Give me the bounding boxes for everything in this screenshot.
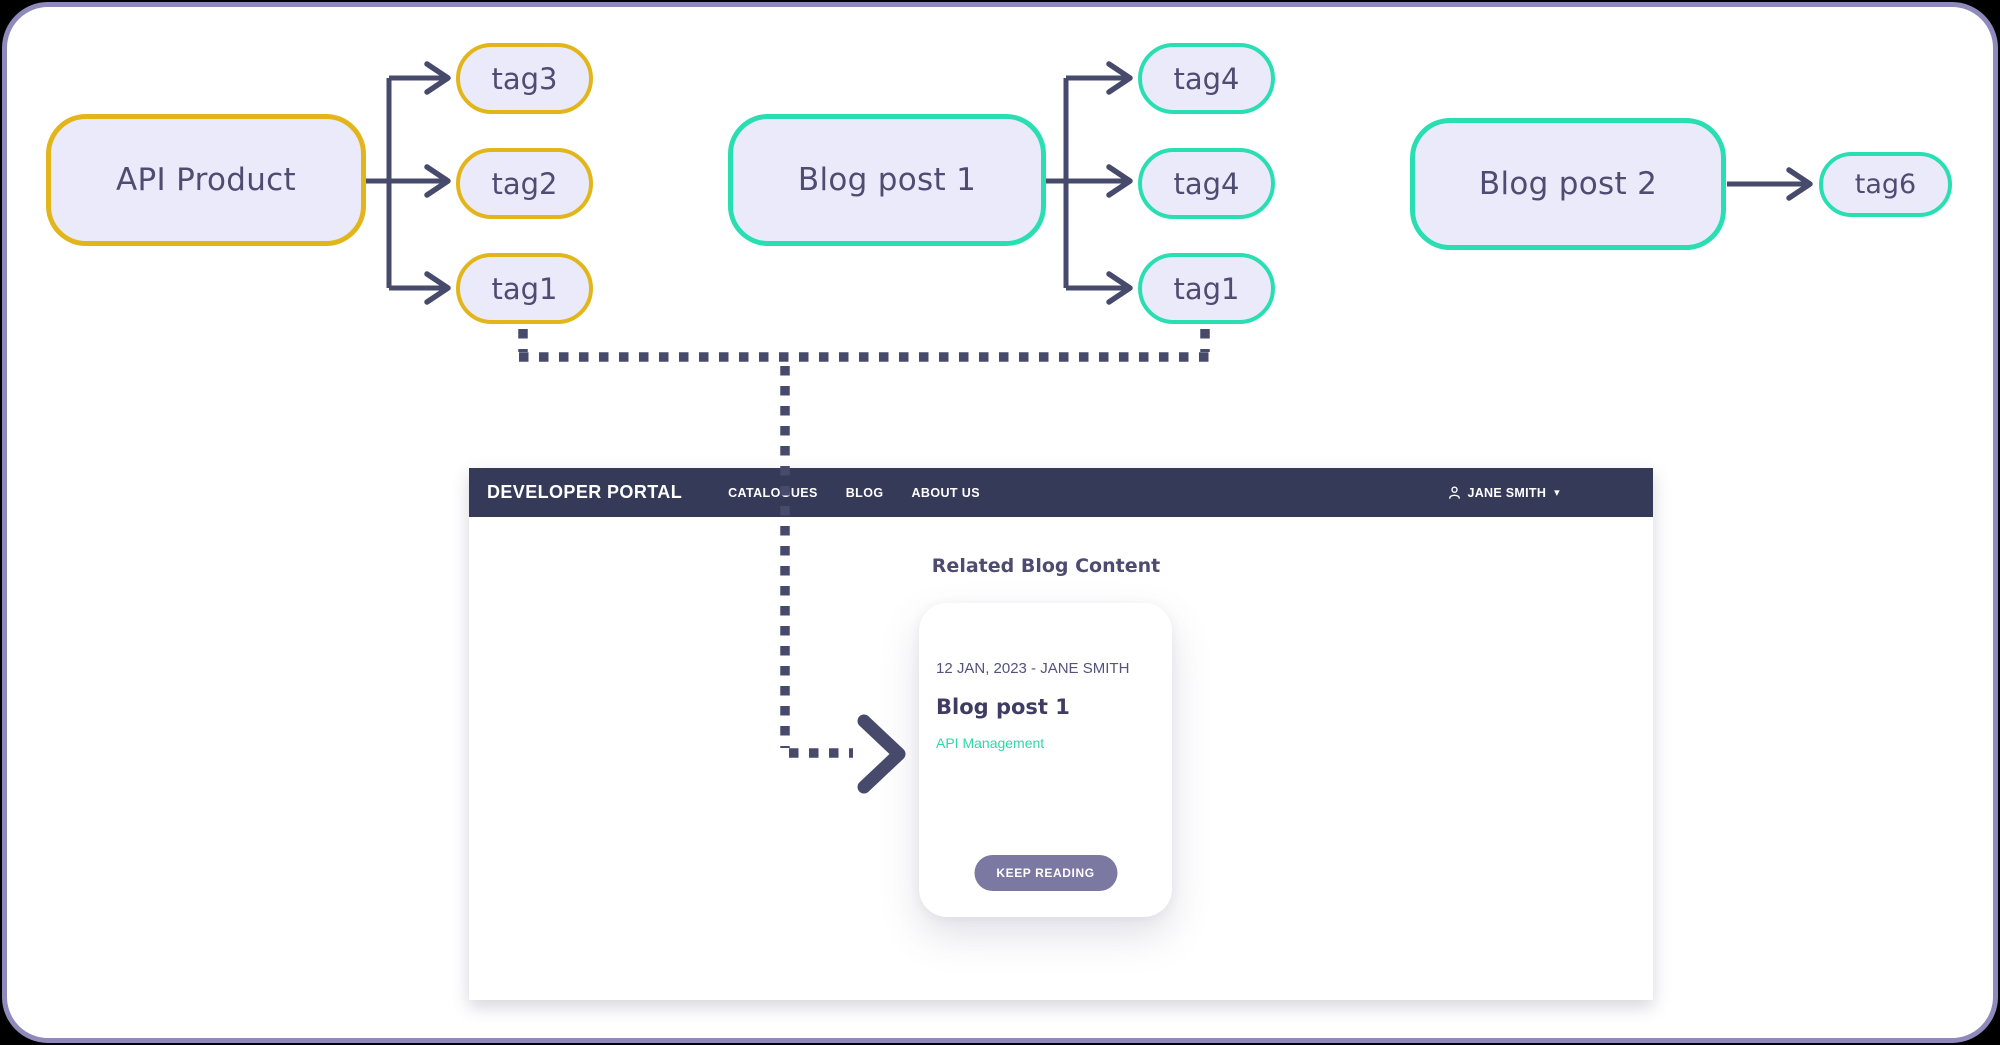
user-name: JANE SMITH [1467,485,1547,500]
api-product-tag3: tag3 [456,43,593,114]
keep-reading-button[interactable]: KEEP READING [974,855,1117,891]
blog-post-2-tag6: tag6 [1819,152,1952,217]
developer-portal-mockup: DEVELOPER PORTAL CATALOGUES BLOG ABOUT U… [469,468,1653,1000]
blog-post-1-tag4-b: tag4 [1138,148,1275,219]
user-menu[interactable]: JANE SMITH ▾ [1447,485,1560,500]
blog-post-1-node: Blog post 1 [728,114,1046,246]
blog-post-2-node: Blog post 2 [1410,118,1726,250]
nav-item-blog[interactable]: BLOG [845,485,884,500]
nav-item-catalogues[interactable]: CATALOGUES [728,485,818,500]
section-title: Related Blog Content [931,555,1161,577]
chevron-down-icon: ▾ [1554,487,1560,499]
blog-post-1-tag1: tag1 [1138,253,1275,324]
api-product-node: API Product [46,114,366,246]
blog-card-tag-link[interactable]: API Management [936,735,1045,751]
nav-item-about-us[interactable]: ABOUT US [911,485,980,500]
person-icon [1449,486,1461,499]
portal-navbar: DEVELOPER PORTAL CATALOGUES BLOG ABOUT U… [469,468,1653,517]
blog-post-1-tag4-a: tag4 [1138,43,1275,114]
blog-card: 12 JAN, 2023 - JANE SMITH Blog post 1 AP… [919,603,1172,917]
portal-brand[interactable]: DEVELOPER PORTAL [487,482,683,502]
api-product-tag1: tag1 [456,253,593,324]
blog-card-meta: 12 JAN, 2023 - JANE SMITH [936,660,1130,677]
api-product-tag2: tag2 [456,148,593,219]
blog-card-title: Blog post 1 [936,695,1070,719]
portal-nav-menu: CATALOGUES BLOG ABOUT US [728,486,980,500]
